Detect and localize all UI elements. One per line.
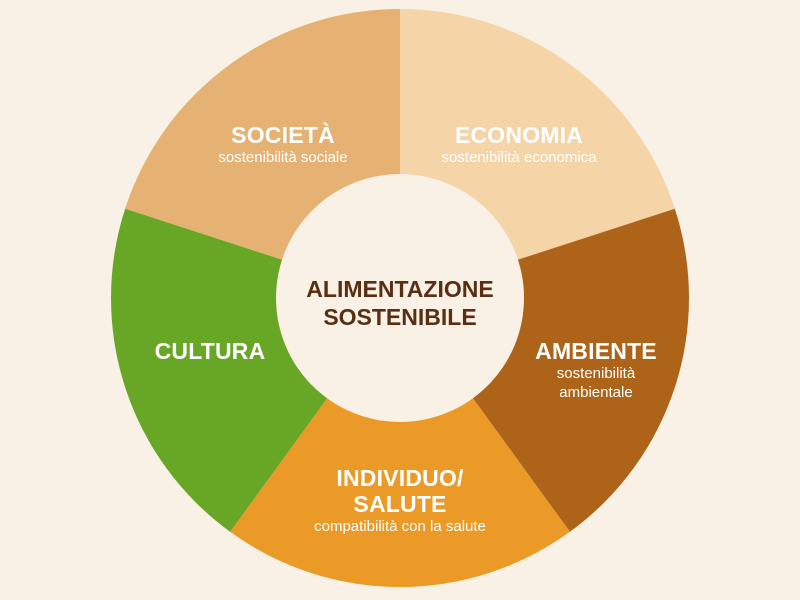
- ambiente-subtitle-2: ambientale: [559, 384, 633, 401]
- economia-subtitle: sostenibilità economica: [441, 149, 597, 166]
- individuo-title-1: INDIVIDUO/: [336, 465, 464, 491]
- center-label: ALIMENTAZIONE SOSTENIBILE: [306, 275, 493, 331]
- segment-individuo: [230, 298, 570, 588]
- ambiente-subtitle-1: sostenibilità: [556, 365, 636, 382]
- individuo-title-2: SALUTE: [353, 491, 447, 517]
- center-line-1: ALIMENTAZIONE: [306, 276, 494, 302]
- segment-label-individuo: INDIVIDUO/ SALUTE compatibilità con la s…: [314, 465, 486, 536]
- segment-label-economia: ECONOMIA sostenibilità economica: [441, 122, 596, 167]
- individuo-subtitle: compatibilità con la salute: [314, 518, 486, 535]
- societa-title: SOCIETÀ: [231, 122, 335, 148]
- center-circle: [276, 174, 524, 422]
- segment-label-societa: SOCIETÀ sostenibilità sociale: [218, 122, 347, 167]
- ambiente-title: AMBIENTE: [535, 338, 657, 364]
- segment-label-cultura: CULTURA: [155, 338, 266, 364]
- economia-title: ECONOMIA: [454, 122, 584, 148]
- societa-subtitle: sostenibilità sociale: [218, 149, 348, 166]
- segment-label-ambiente: AMBIENTE sostenibilità ambientale: [535, 338, 657, 402]
- cultura-title: CULTURA: [154, 338, 266, 364]
- center-line-2: SOSTENIBILE: [323, 304, 477, 330]
